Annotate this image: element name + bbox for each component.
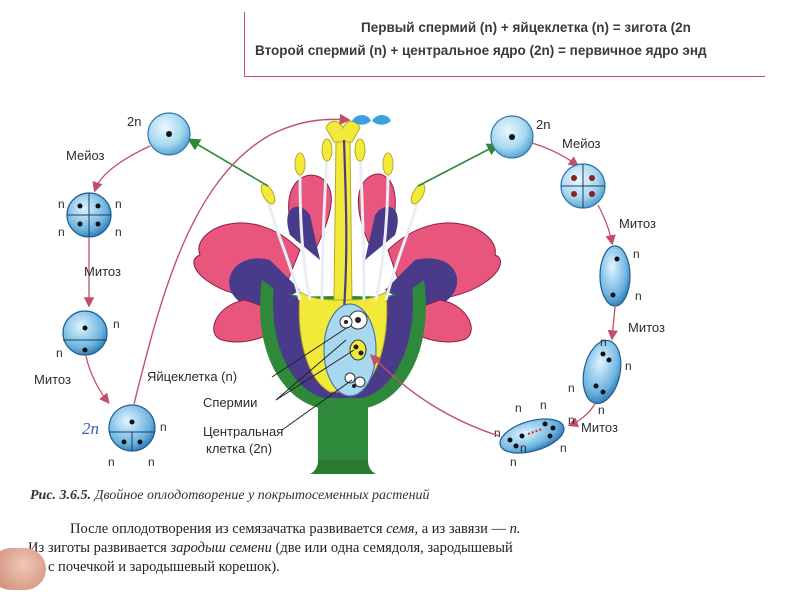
left-2n: 2n <box>127 114 141 129</box>
svg-text:n: n <box>520 441 527 455</box>
label-sperm: Спермии <box>203 395 257 410</box>
svg-text:n: n <box>510 455 517 469</box>
svg-text:n: n <box>58 197 65 211</box>
right-mitosis-1: Митоз <box>619 216 656 231</box>
left-cycle: 2n Мейоз n n n n Митоз n n Митоз <box>34 112 351 469</box>
left-mitosis-1: Митоз <box>84 264 121 279</box>
label-central-2: клетка (2n) <box>206 441 272 456</box>
svg-text:n: n <box>515 401 522 415</box>
right-meiosis: Мейоз <box>562 136 601 151</box>
caption-number: Рис. 3.6.5. <box>30 488 92 503</box>
right-2n: 2n <box>536 117 550 132</box>
equation-endosperm: Второй спермий (n) + центральное ядро (2… <box>255 43 707 58</box>
svg-text:n: n <box>633 247 640 261</box>
label-central-1: Центральная <box>203 424 283 439</box>
svg-text:n: n <box>568 413 575 427</box>
left-mitosis-2: Митоз <box>34 372 71 387</box>
left-handwritten-2n: 2n <box>82 419 99 438</box>
right-mitosis-3: Митоз <box>581 420 618 435</box>
equations-box: Первый спермий (n) + яйцеклетка (n) = зи… <box>244 12 765 77</box>
svg-text:n: n <box>625 359 632 373</box>
left-meiosis: Мейоз <box>66 148 105 163</box>
caption-text: Двойное оплодотворение у покрытосеменных… <box>91 488 430 503</box>
body-paragraph: После оплодотворения из семязачатка разв… <box>28 521 521 575</box>
arrow-left-anther <box>187 138 269 187</box>
svg-text:n: n <box>600 335 607 349</box>
svg-text:n: n <box>568 381 575 395</box>
finger-thumb-photo <box>0 548 46 590</box>
svg-text:n: n <box>56 346 63 360</box>
svg-text:n: n <box>115 225 122 239</box>
svg-text:n: n <box>115 197 122 211</box>
svg-text:n: n <box>635 289 642 303</box>
flower <box>193 115 501 474</box>
right-cycle: 2n Мейоз Митоз n n Митоз n n n n Мит <box>370 115 665 469</box>
svg-text:n: n <box>148 455 155 469</box>
svg-text:n: n <box>160 420 167 434</box>
svg-text:n: n <box>494 426 501 440</box>
arrow-right-anther <box>417 143 500 187</box>
svg-text:n: n <box>108 455 115 469</box>
svg-text:n: n <box>598 403 605 417</box>
svg-text:n: n <box>58 225 65 239</box>
svg-text:n: n <box>540 398 547 412</box>
label-egg: Яйцеклетка (n) <box>147 369 237 384</box>
svg-text:n: n <box>113 317 120 331</box>
figure-caption: Рис. 3.6.5. Двойное оплодотворение у пок… <box>30 488 770 504</box>
equation-zygote: Первый спермий (n) + яйцеклетка (n) = зи… <box>361 20 691 35</box>
svg-text:n: n <box>560 441 567 455</box>
right-mitosis-2: Митоз <box>628 320 665 335</box>
